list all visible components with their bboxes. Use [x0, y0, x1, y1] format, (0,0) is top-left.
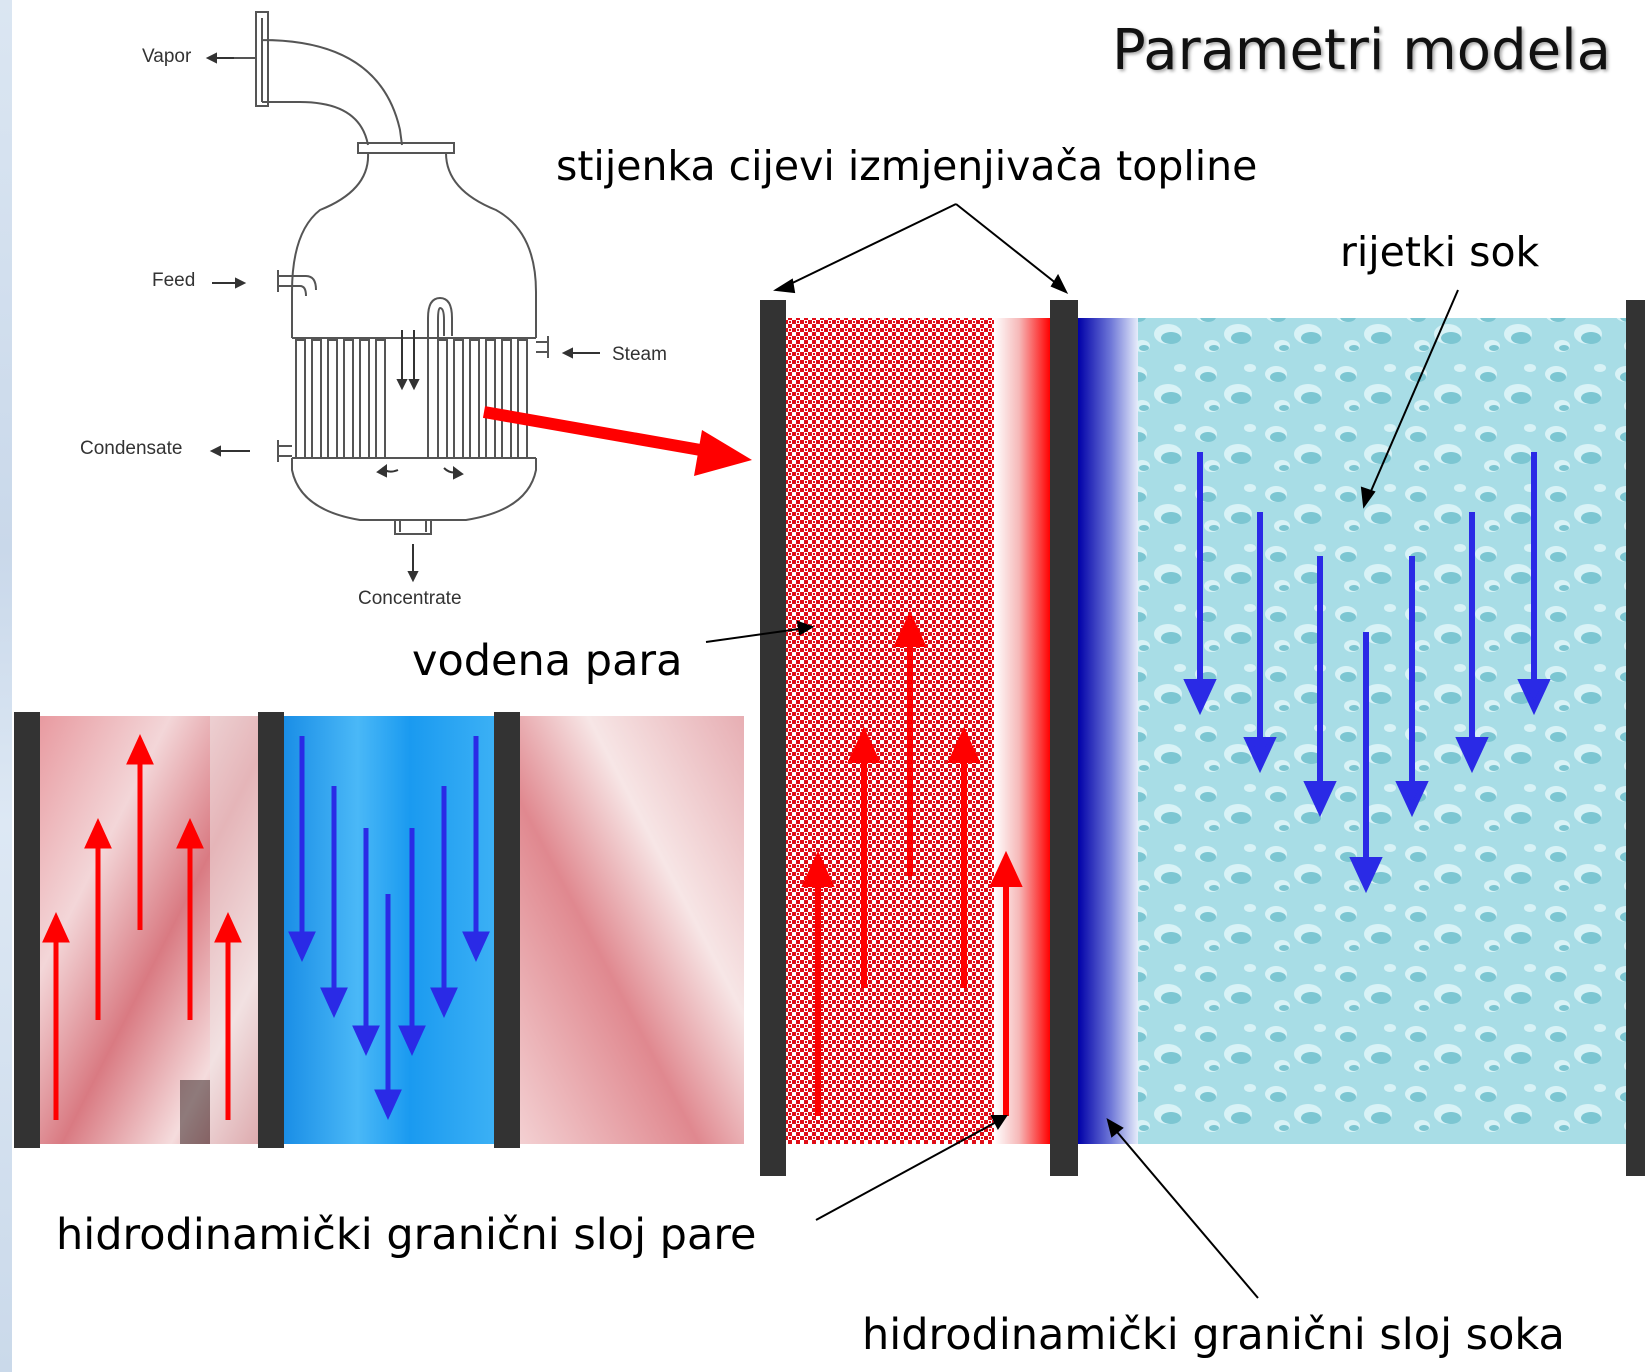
steam-annotation: vodena para: [412, 636, 683, 686]
concentrate-label: Concentrate: [358, 588, 462, 609]
condensate-label: Condensate: [80, 438, 183, 459]
evaporator-flow-arrows: [205, 52, 600, 583]
main-tube-section: [760, 300, 1645, 1176]
right-tube-wall: [1626, 300, 1645, 1176]
zoom-pointer-arrow: [482, 406, 752, 476]
left-tube-wall: [760, 300, 786, 1176]
slide-title: Parametri modela: [1112, 18, 1611, 83]
slide-edge-decoration: [0, 0, 12, 1372]
annotation-leaders: [705, 203, 1459, 1299]
steam-label: Steam: [612, 344, 667, 365]
steam-boundary-annotation: hidrodinamički granični sloj pare: [56, 1210, 757, 1260]
evaporator-schematic: [234, 11, 549, 535]
vapor-label: Vapor: [142, 46, 192, 67]
steam-flow-arrows: [801, 610, 1023, 1116]
wall-annotation: stijenka cijevi izmjenjivača topline: [556, 142, 1258, 190]
juice-flow-arrows: [1183, 452, 1551, 894]
small-tube-panel: [14, 712, 744, 1148]
juice-annotation: rijetki sok: [1340, 228, 1540, 276]
juice-boundary-annotation: hidrodinamički granični sloj soka: [862, 1310, 1565, 1360]
middle-tube-wall: [1050, 300, 1078, 1176]
feed-label: Feed: [152, 270, 196, 291]
